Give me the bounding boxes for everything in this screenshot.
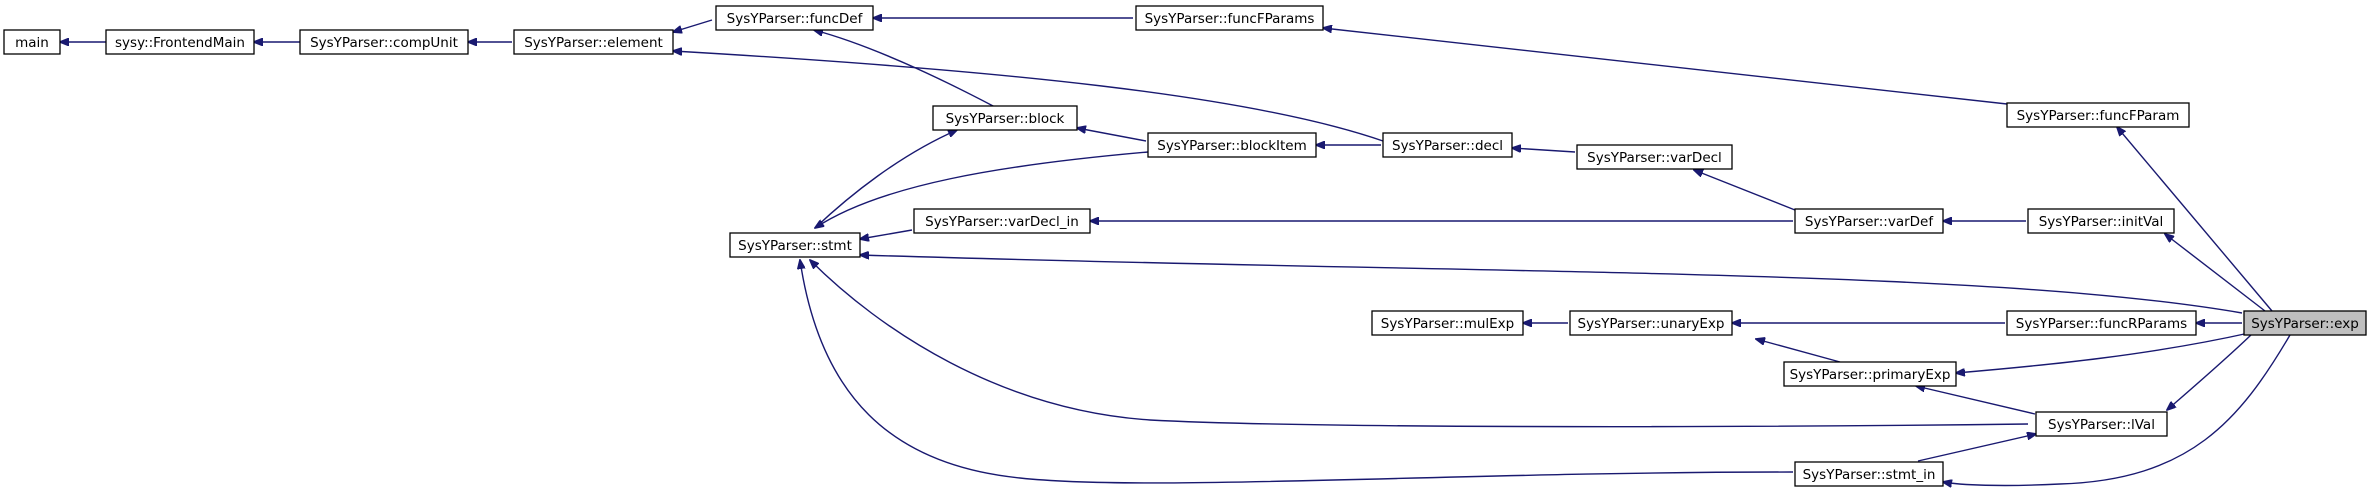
edge-stmt_in-lval bbox=[1917, 434, 2036, 462]
edge-vardecl_in-stmt bbox=[860, 229, 913, 239]
node-blockitem[interactable]: SysYParser::blockItem bbox=[1147, 132, 1317, 158]
node-element[interactable]: SysYParser::element bbox=[513, 29, 674, 55]
edges bbox=[60, 18, 2291, 485]
node-label: SysYParser::varDef bbox=[1805, 214, 1934, 230]
edge-exp-primaryexp bbox=[1956, 332, 2250, 373]
node-funcfparam[interactable]: SysYParser::funcFParam bbox=[2006, 102, 2190, 128]
edge-lval-stmt bbox=[810, 260, 2029, 428]
node-mulexp[interactable]: SysYParser::mulExp bbox=[1371, 310, 1524, 336]
edge-exp-stmt bbox=[860, 255, 2243, 314]
node-label: SysYParser::decl bbox=[1392, 138, 1503, 154]
node-label: SysYParser::exp bbox=[2251, 316, 2359, 332]
node-frontendmain[interactable]: sysy::FrontendMain bbox=[105, 29, 255, 55]
node-label: SysYParser::unaryExp bbox=[1578, 316, 1725, 332]
nodes: main sysy::FrontendMain SysYParser::comp… bbox=[3, 5, 2367, 487]
node-label: sysy::FrontendMain bbox=[115, 35, 245, 51]
node-initval[interactable]: SysYParser::initVal bbox=[2027, 208, 2175, 234]
edge-blockitem-stmt bbox=[815, 151, 1149, 228]
edge-lval-primaryexp bbox=[1916, 386, 2036, 415]
node-main[interactable]: main bbox=[3, 29, 61, 55]
node-primaryexp[interactable]: SysYParser::primaryExp bbox=[1783, 361, 1957, 387]
node-block[interactable]: SysYParser::block bbox=[932, 105, 1078, 131]
edge-exp-funcfparam bbox=[2117, 127, 2273, 312]
node-vardecl_in[interactable]: SysYParser::varDecl_in bbox=[913, 208, 1091, 234]
edge-blockitem-block bbox=[1077, 128, 1147, 142]
node-exp[interactable]: SysYParser::exp bbox=[2243, 310, 2367, 336]
node-lval[interactable]: SysYParser::lVal bbox=[2035, 411, 2168, 437]
node-compunit[interactable]: SysYParser::compUnit bbox=[299, 29, 469, 55]
edge-funcfparam-funcfparams bbox=[1323, 28, 2008, 105]
node-label: SysYParser::lVal bbox=[2048, 417, 2155, 433]
node-unaryexp[interactable]: SysYParser::unaryExp bbox=[1569, 310, 1733, 336]
node-label: SysYParser::funcRParams bbox=[2016, 316, 2187, 332]
node-label: SysYParser::funcDef bbox=[727, 11, 864, 27]
node-label: SysYParser::funcFParams bbox=[1145, 11, 1315, 27]
edge-stmt-block bbox=[814, 130, 957, 229]
node-label: SysYParser::stmt_in bbox=[1803, 467, 1936, 483]
node-label: SysYParser::funcFParam bbox=[2017, 108, 2180, 124]
node-label: SysYParser::stmt bbox=[738, 238, 852, 254]
edge-vardef-vardecl bbox=[1694, 170, 1801, 213]
node-label: SysYParser::varDecl_in bbox=[925, 214, 1079, 230]
node-decl[interactable]: SysYParser::decl bbox=[1382, 132, 1513, 158]
edge-exp-initval bbox=[2165, 234, 2266, 312]
edge-exp-stmt_in bbox=[1943, 334, 2291, 485]
node-label: SysYParser::compUnit bbox=[310, 35, 458, 51]
edge-exp-lval bbox=[2167, 333, 2253, 410]
edge-decl-element bbox=[673, 51, 1384, 142]
node-vardef[interactable]: SysYParser::varDef bbox=[1794, 208, 1944, 234]
node-label: SysYParser::element bbox=[524, 35, 663, 51]
edge-stmt_in-stmt bbox=[800, 260, 1794, 484]
edge-funcdef-element bbox=[673, 19, 713, 32]
node-stmt_in[interactable]: SysYParser::stmt_in bbox=[1794, 461, 1944, 487]
edge-vardecl-decl bbox=[1512, 148, 1576, 153]
node-label: main bbox=[15, 35, 49, 51]
node-label: SysYParser::mulExp bbox=[1381, 316, 1515, 332]
node-label: SysYParser::initVal bbox=[2039, 214, 2164, 230]
node-label: SysYParser::primaryExp bbox=[1790, 367, 1951, 383]
node-funcrparams[interactable]: SysYParser::funcRParams bbox=[2006, 310, 2197, 336]
node-funcdef[interactable]: SysYParser::funcDef bbox=[715, 5, 874, 31]
edge-primaryexp-unaryexp bbox=[1756, 339, 1841, 363]
edge-block-funcdef bbox=[814, 30, 996, 108]
node-label: SysYParser::varDecl bbox=[1587, 150, 1722, 166]
node-label: SysYParser::blockItem bbox=[1157, 138, 1307, 154]
node-stmt[interactable]: SysYParser::stmt bbox=[729, 232, 861, 258]
node-vardecl[interactable]: SysYParser::varDecl bbox=[1576, 144, 1733, 170]
node-label: SysYParser::block bbox=[946, 111, 1065, 127]
node-funcfparams[interactable]: SysYParser::funcFParams bbox=[1135, 5, 1324, 31]
